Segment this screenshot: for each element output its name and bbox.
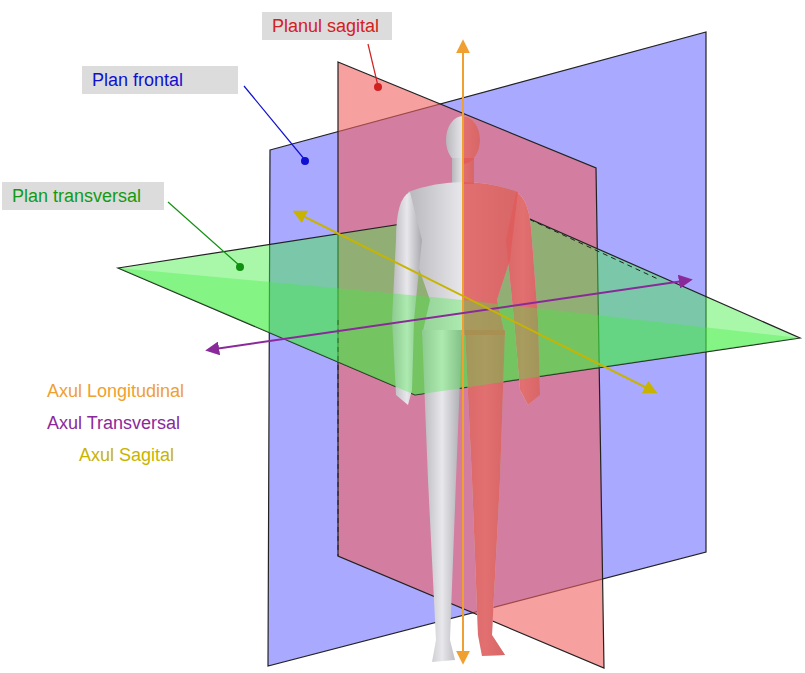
sagittal-axis [295, 212, 655, 392]
axis-name: Axul Sagital [79, 444, 174, 466]
transverse-axis [208, 280, 690, 350]
plane-label-box: Plan transversal [2, 182, 164, 210]
axis-name: Axul Longitudinal [47, 380, 184, 402]
longitudinal-axis [462, 42, 464, 662]
leader-dot [301, 157, 309, 165]
leader-line [368, 44, 378, 86]
plane-label-box: Planul sagital [262, 12, 392, 40]
leader-line [244, 86, 305, 160]
plane-name: Plan frontal [92, 69, 228, 91]
leader-dot [374, 83, 382, 91]
leader-line [168, 202, 240, 266]
axis-name: Axul Transversal [47, 412, 180, 434]
transverse-plane-front [118, 268, 800, 395]
human-figure-half [463, 116, 540, 662]
leader-dot [236, 263, 244, 271]
plane-label-box: Plan frontal [82, 66, 238, 94]
plane-name: Planul sagital [272, 15, 382, 37]
plane-name: Plan transversal [12, 185, 154, 207]
